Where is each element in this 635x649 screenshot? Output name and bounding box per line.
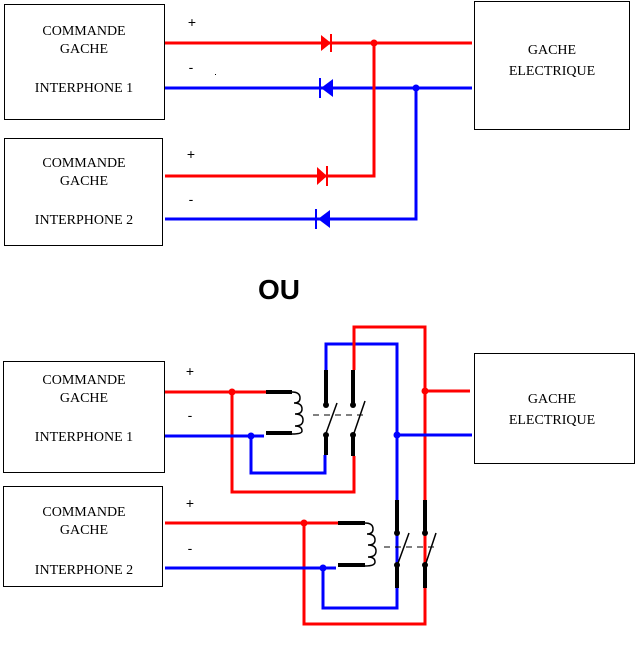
controller-label-line3: INTERPHONE 2 — [35, 563, 133, 578]
junction-dot — [319, 564, 327, 572]
plus-label: + — [186, 495, 194, 511]
relay-switch-icon — [422, 500, 437, 588]
controller-label-line1: COMMANDE — [42, 505, 125, 520]
negative-wire-2 — [165, 88, 418, 221]
bottom-controller-2: COMMANDE GACHE INTERPHONE 2 — [3, 486, 163, 587]
positive-bus — [302, 325, 427, 626]
minus-label: - — [189, 191, 194, 207]
controller-label-line2: GACHE — [60, 174, 108, 189]
relay-switch-icon — [394, 500, 410, 588]
junction-dot — [421, 387, 429, 395]
top-strike: GACHE ELECTRIQUE — [474, 1, 630, 130]
diode-icon — [321, 34, 332, 52]
bottom-strike: GACHE ELECTRIQUE — [474, 353, 635, 464]
minus-label: - — [188, 540, 193, 556]
controller-label-line2: GACHE — [60, 523, 108, 538]
controller-label-line2: GACHE — [60, 42, 108, 57]
plus-label: + — [188, 14, 196, 30]
controller-label-line1: COMMANDE — [42, 373, 125, 388]
diode-icon — [315, 209, 330, 229]
controller-label-line3: INTERPHONE 2 — [35, 213, 133, 228]
controller-label-line1: COMMANDE — [42, 24, 125, 39]
controller-label-line3: INTERPHONE 1 — [35, 430, 133, 445]
positive-wire-2 — [165, 43, 376, 178]
relay-switch-icon — [350, 370, 366, 456]
top-controller-1: COMMANDE GACHE INTERPHONE 1 — [4, 4, 165, 120]
minus-label: - — [188, 407, 193, 423]
junction-dot — [247, 432, 255, 440]
top-controller-2: COMMANDE GACHE INTERPHONE 2 — [4, 138, 163, 246]
strike-box — [474, 1, 630, 130]
strike-label-line1: GACHE — [528, 392, 576, 407]
relay-coil-icon — [338, 521, 377, 567]
stray-dot — [215, 74, 216, 75]
minus-label: - — [189, 59, 194, 75]
bottom-controller-1: COMMANDE GACHE INTERPHONE 1 — [3, 361, 165, 473]
negative-loop-1 — [249, 436, 327, 475]
or-separator: OU — [258, 274, 300, 305]
strike-box — [474, 353, 635, 464]
positive-loop-1 — [230, 392, 356, 494]
controller-label-line3: INTERPHONE 1 — [35, 81, 133, 96]
plus-label: + — [187, 146, 195, 162]
controller-label-line2: GACHE — [60, 391, 108, 406]
diode-icon — [319, 78, 333, 98]
controller-box — [3, 486, 163, 587]
diode-icon — [317, 166, 328, 186]
junction-dot — [370, 39, 378, 47]
relay-switch-icon — [323, 370, 338, 455]
strike-label-line2: ELECTRIQUE — [509, 413, 595, 428]
plus-label: + — [186, 363, 194, 379]
strike-label-line1: GACHE — [528, 43, 576, 58]
negative-bus — [321, 342, 399, 610]
junction-dot — [412, 84, 420, 92]
controller-box — [4, 138, 163, 246]
controller-box — [3, 361, 165, 473]
controller-label-line1: COMMANDE — [42, 156, 125, 171]
relay-coil-icon — [266, 390, 304, 435]
strike-label-line2: ELECTRIQUE — [509, 64, 595, 79]
junction-dot — [228, 388, 236, 396]
junction-dot — [300, 519, 308, 527]
controller-box — [4, 4, 165, 120]
junction-dot — [393, 431, 401, 439]
